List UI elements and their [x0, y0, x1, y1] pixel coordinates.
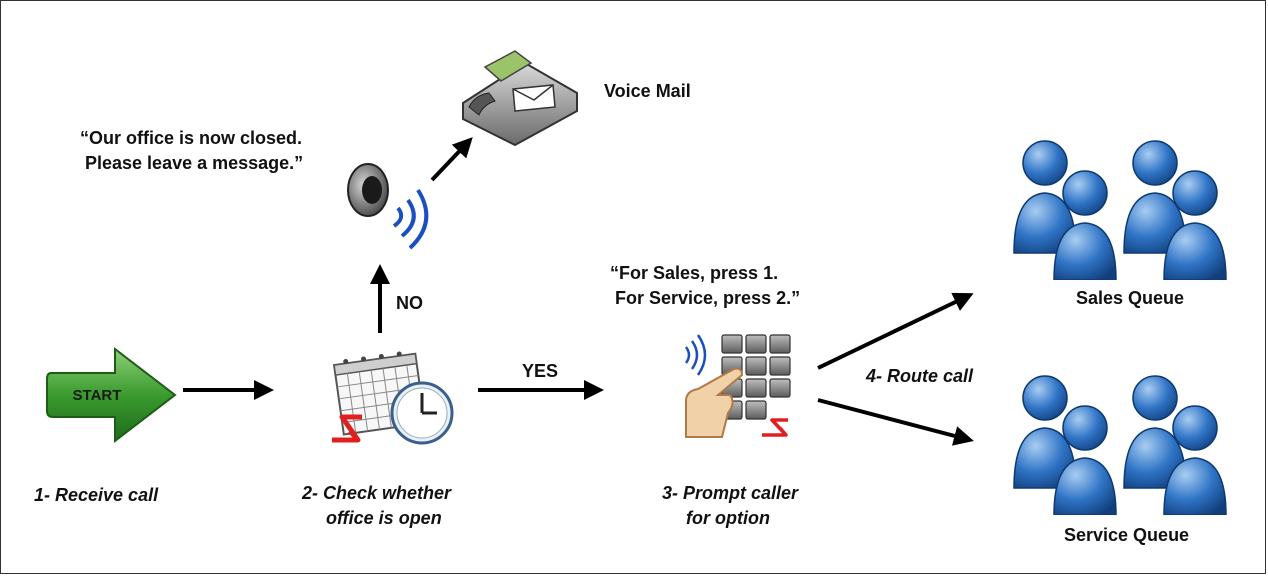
step2-caption-line2: office is open	[326, 508, 442, 528]
route-call-label: 4- Route call	[866, 366, 974, 386]
no-label: NO	[396, 293, 423, 313]
arrow-speaker-to-voicemail	[430, 137, 473, 182]
closed-message-line1: “Our office is now closed.	[80, 128, 303, 148]
start-arrow-icon: START	[46, 346, 177, 444]
keypad-icon	[684, 334, 791, 438]
step3-caption-line2: for option	[676, 508, 770, 528]
closed-message-line2: Please leave a message.”	[80, 153, 304, 173]
prompt-message-line2: For Service, press 2.”	[610, 288, 801, 308]
voicemail-label: Voice Mail	[604, 81, 691, 101]
calendar-clock-icon	[332, 351, 454, 445]
step2-caption-line1: 2- Check whether	[302, 483, 452, 503]
arrow-prompt-to-sales	[817, 292, 974, 370]
service-queue-label: Service Queue	[1064, 525, 1190, 545]
step3-caption-line1: 3- Prompt caller	[662, 483, 799, 503]
people-group-icon	[1013, 140, 1227, 280]
sales-queue-label: Sales Queue	[1076, 288, 1185, 308]
speaker-icon	[347, 163, 429, 250]
people-group-icon	[1013, 375, 1227, 515]
prompt-message-line1: “For Sales, press 1.	[610, 263, 779, 283]
fax-phone-icon	[462, 50, 578, 147]
step1-caption: 1- Receive call	[34, 485, 159, 505]
arrow-prompt-to-service	[817, 398, 974, 446]
yes-label: YES	[522, 361, 559, 381]
start-label: START	[73, 387, 122, 404]
